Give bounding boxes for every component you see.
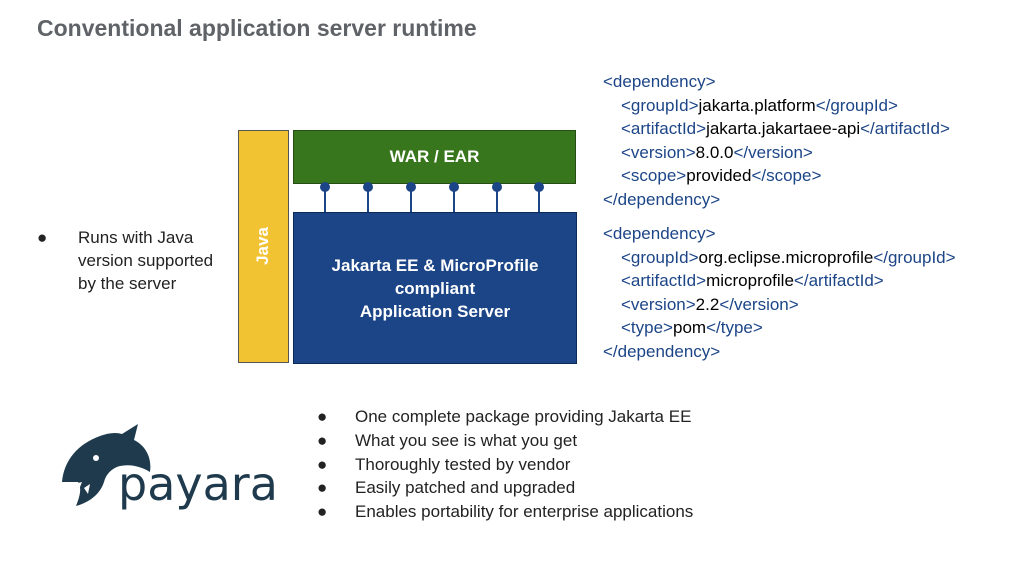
code-line: <groupId>org.eclipse.microprofile</group… (603, 246, 956, 270)
list-item-text: What you see is what you get (355, 430, 578, 450)
maven-dependency-microprofile: <dependency> <groupId>org.eclipse.micropr… (603, 222, 956, 363)
code-line: <groupId>jakarta.platform</groupId> (603, 94, 950, 118)
xml-value: jakarta.jakartaee-api (706, 119, 861, 138)
xml-close-tag: </artifactId> (860, 119, 950, 138)
xml-open-tag: <groupId> (621, 95, 699, 115)
xml-open-tag: <version> (621, 294, 696, 314)
code-line: <scope>provided</scope> (603, 164, 950, 188)
xml-close-tag: </artifactId> (793, 271, 884, 290)
list-item: ● Easily patched and upgraded (317, 476, 693, 500)
connector (363, 182, 373, 212)
connector (534, 182, 544, 212)
code-line: <version>8.0.0</version> (603, 141, 950, 165)
feature-list: ● One complete package providing Jakarta … (317, 405, 693, 524)
bullet-marker: ● (317, 478, 328, 498)
code-line: <artifactId>microprofile</artifactId> (603, 269, 956, 293)
xml-open-tag: </dependency> (603, 189, 721, 209)
xml-close-tag: </version> (719, 294, 799, 314)
list-item-text: Easily patched and upgraded (355, 478, 576, 498)
list-item-text: Thoroughly tested by vendor (355, 454, 571, 474)
application-server-box: Jakarta EE & MicroProfile compliant Appl… (293, 212, 577, 364)
xml-open-tag: </dependency> (603, 341, 721, 361)
payara-logo-text: payara (118, 457, 275, 511)
xml-close-tag: </scope> (751, 166, 822, 185)
xml-close-tag: </version> (733, 142, 813, 162)
code-line: </dependency> (603, 188, 950, 212)
code-line: <artifactId>jakarta.jakartaee-api</artif… (603, 117, 950, 141)
war-ear-box: WAR / EAR (293, 130, 576, 184)
xml-value: microprofile (706, 271, 794, 290)
list-item: ● Enables portability for enterprise appl… (317, 500, 693, 524)
slide-title: Conventional application server runtime (37, 15, 477, 41)
xml-open-tag: <type> (621, 318, 673, 337)
xml-value: 8.0.0 (695, 142, 734, 162)
list-item-text: One complete package providing Jakarta E… (355, 407, 692, 426)
java-label: Java (253, 227, 272, 265)
code-line: <version>2.2</version> (603, 293, 956, 317)
bullet-marker: ● (317, 430, 328, 450)
xml-close-tag: </groupId> (873, 247, 956, 267)
bullet-marker: ● (37, 228, 48, 247)
application-server-label: Jakarta EE & MicroProfile compliant Appl… (331, 255, 539, 321)
war-ear-label: WAR / EAR (389, 147, 480, 166)
xml-open-tag: <dependency> (603, 224, 716, 243)
xml-value: provided (686, 166, 752, 185)
xml-open-tag: <scope> (621, 166, 687, 185)
xml-open-tag: <groupId> (621, 247, 699, 267)
code-line: <type>pom</type> (603, 316, 956, 340)
connector (492, 182, 502, 212)
bullet-marker: ● (317, 407, 328, 426)
xml-value: 2.2 (695, 294, 720, 314)
xml-value: pom (673, 318, 707, 337)
list-item: ● One complete package providing Jakarta … (317, 405, 693, 429)
connector (320, 182, 330, 212)
payara-logo: payara (62, 424, 275, 511)
xml-open-tag: <version> (621, 142, 696, 162)
list-item-text: Enables portability for enterprise appli… (355, 502, 694, 522)
connector (449, 182, 459, 212)
code-line: <dependency> (603, 70, 950, 94)
bullet-marker: ● (317, 502, 328, 522)
xml-close-tag: </groupId> (815, 95, 898, 115)
xml-close-tag: </type> (706, 318, 763, 337)
xml-value: jakarta.platform (698, 95, 816, 115)
bullet-marker: ● (317, 454, 328, 474)
xml-open-tag: <artifactId> (621, 119, 707, 138)
list-item: ● Thoroughly tested by vendor (317, 453, 693, 477)
bullet-text: Runs with Java version supported by the … (78, 228, 214, 293)
java-runtime-box (238, 130, 289, 363)
xml-open-tag: <artifactId> (621, 271, 707, 290)
list-item: ● What you see is what you get (317, 429, 693, 453)
xml-open-tag: <dependency> (603, 72, 716, 91)
connector (406, 182, 416, 212)
code-line: <dependency> (603, 222, 956, 246)
maven-dependency-jakarta: <dependency> <groupId>jakarta.platform</g… (603, 70, 950, 211)
code-line: </dependency> (603, 340, 956, 364)
xml-value: org.eclipse.microprofile (698, 247, 874, 267)
